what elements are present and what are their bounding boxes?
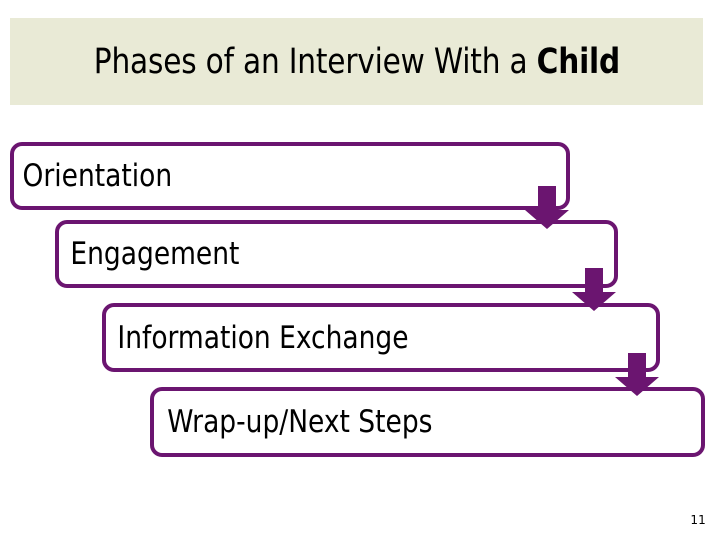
page-title-emphasis: Child: [536, 41, 620, 82]
flow-step-label: Wrap-up/Next Steps: [167, 404, 433, 440]
arrow-down-icon: [615, 353, 659, 396]
flow-step-label: Information Exchange: [117, 319, 409, 356]
page-title: Phases of an Interview With a Child: [93, 42, 619, 82]
flow-step-orientation[interactable]: Orientation: [10, 142, 570, 210]
flow-step-engagement[interactable]: Engagement: [55, 220, 618, 288]
title-banner: Phases of an Interview With a Child: [10, 18, 703, 105]
flow-step-label: Orientation: [22, 158, 173, 194]
arrow-down-icon: [572, 268, 616, 311]
flow-step-wrap-up-next-steps[interactable]: Wrap-up/Next Steps: [150, 387, 705, 457]
page-number: 11: [690, 513, 706, 527]
page-title-lead: Phases of an Interview With a: [93, 41, 537, 82]
flow-step-information-exchange[interactable]: Information Exchange: [102, 303, 660, 372]
arrow-down-icon: [525, 186, 569, 229]
flow-step-label: Engagement: [70, 236, 240, 272]
